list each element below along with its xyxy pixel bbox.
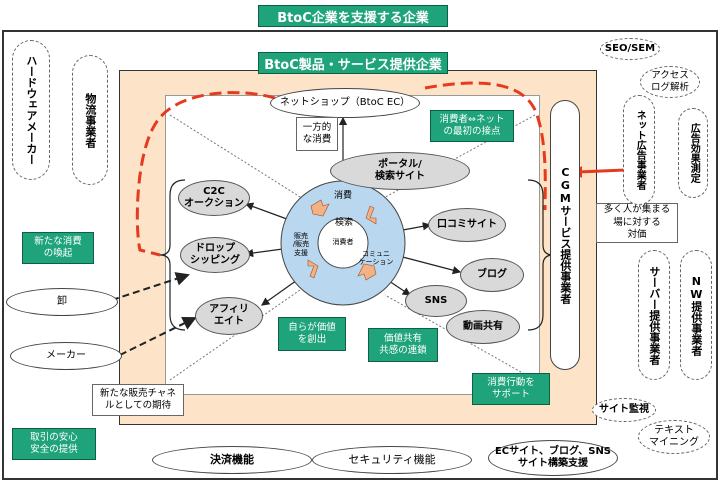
c2c-node: C2C オークション <box>178 180 250 216</box>
inner-title: BtoC製品・サービス提供企業 <box>258 52 448 74</box>
callout-safe-trade: 取引の安心 安全の提供 <box>12 428 96 460</box>
logistics-node: 物流事業者 <box>72 55 108 185</box>
hardware-maker-label: ハードウェアメーカー <box>24 55 38 165</box>
douga-node: 動画共有 <box>446 310 520 344</box>
dashed-arrows <box>111 272 197 356</box>
hardware-maker-node: ハードウェアメーカー <box>12 40 50 180</box>
kuchikomi-node: 口コミサイト <box>428 208 506 242</box>
dropship-node: ドロップ シッピング <box>180 237 250 273</box>
portal-node: ポータル/ 検索サイト <box>330 152 470 190</box>
payment-node: 決済機能 <box>152 446 312 474</box>
cycle-arrows <box>307 199 377 281</box>
nw-provider-node: NW提供事業者 <box>680 250 712 380</box>
one-way-consume-note: 一方的 な消費 <box>296 117 338 151</box>
callout-new-consume: 新たな消費 の喚起 <box>22 232 94 264</box>
cycle-label-search: 検索 <box>334 218 353 228</box>
cycle-label-consumer: 消費者 <box>332 238 354 246</box>
logistics-label: 物流事業者 <box>83 92 97 148</box>
cycle-label-consume: 消費 <box>333 191 352 201</box>
security-node: セキュリティ機能 <box>312 446 472 474</box>
callout-support: 消費行動を サポート <box>472 373 550 405</box>
nw-provider-label: NW提供事業者 <box>689 274 703 356</box>
maker-node: メーカー <box>10 342 122 370</box>
server-provider-node: サーバー提供事業者 <box>638 250 670 380</box>
blog-node: ブログ <box>460 258 524 292</box>
cgm-provider-label: CGMサービス提供事業者 <box>558 166 572 304</box>
netshop-node: ネットショップ（BtoC EC） <box>270 88 420 118</box>
red-ad-arrow <box>577 168 626 174</box>
ad-effect-label: 広告効果測定 <box>688 123 700 183</box>
note-new-channel: 新たな販売チャネ ルとしての期待 <box>92 384 184 416</box>
cycle-label-sales: 販売 /販売 支援 <box>292 232 310 257</box>
cgm-provider-node: CGMサービス提供事業者 <box>550 100 580 370</box>
seo-node: SEO/SEM <box>600 38 660 60</box>
red-journey-path <box>135 81 547 257</box>
affiliate-node: アフィリ エイト <box>195 297 263 335</box>
sns-node: SNS <box>405 285 467 317</box>
consumer-core <box>317 217 369 269</box>
callout-value-share: 価値共有 共感の連鎖 <box>368 328 438 362</box>
ec-support-node: ECサイト、ブログ、SNS サイト構築支援 <box>488 440 618 476</box>
callout-value-create: 自らが価値 を創出 <box>278 317 346 351</box>
outer-title: BtoC企業を支援する企業 <box>258 5 448 27</box>
ad-effect-node: 広告効果測定 <box>678 108 708 198</box>
net-ad-label: ネット広告事業者 <box>634 110 646 190</box>
access-log-node: アクセス ログ解析 <box>640 66 700 98</box>
note-many-people: 多く人が集まる 場に対する 対価 <box>596 203 678 243</box>
site-monitor-node: サイト監視 <box>592 398 656 422</box>
outer-frame <box>2 30 718 480</box>
wholesale-node: 卸 <box>6 288 118 316</box>
callout-first-contact: 消費者⇔ネット の最初の接点 <box>430 110 514 142</box>
text-mining-node: テキスト マイニング <box>638 420 710 454</box>
cycle-label-community: コミュニ ケーション <box>358 250 394 267</box>
server-provider-label: サーバー提供事業者 <box>647 265 661 365</box>
net-ad-node: ネット広告事業者 <box>623 95 655 205</box>
